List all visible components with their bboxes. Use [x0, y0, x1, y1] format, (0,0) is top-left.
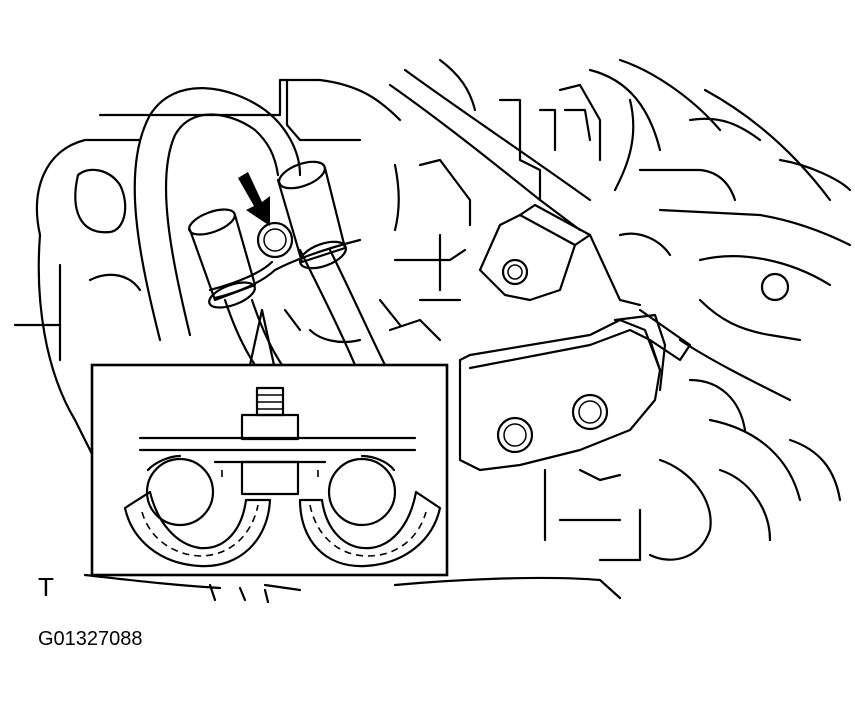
hose-clamp — [188, 160, 362, 309]
orientation-mark: T — [38, 572, 54, 602]
hex-bolt-icon — [256, 221, 294, 259]
callout-leader — [248, 308, 276, 367]
brake-hoses — [133, 87, 387, 367]
pointer-arrow-icon — [238, 172, 270, 226]
mounting-bracket — [458, 203, 692, 472]
detail-inset — [90, 363, 449, 577]
engine-background — [13, 58, 852, 604]
figure-id: G01327088 — [38, 628, 143, 650]
